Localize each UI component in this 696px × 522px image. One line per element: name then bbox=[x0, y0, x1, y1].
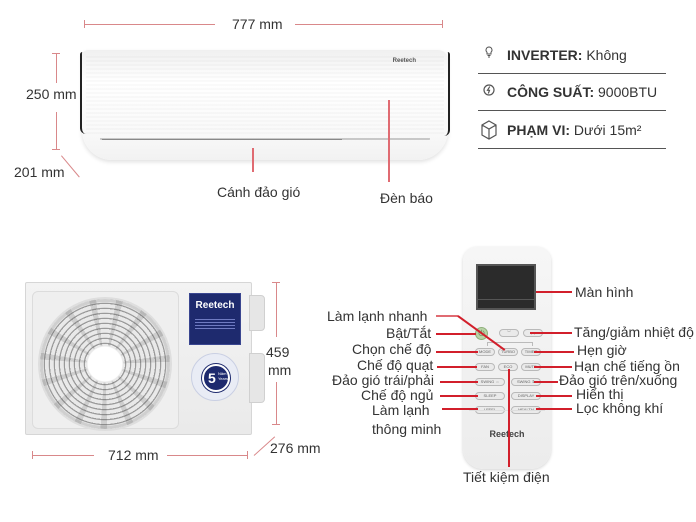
fan-grill bbox=[40, 299, 170, 429]
turbo-callout: Làm lạnh nhanh bbox=[327, 308, 428, 324]
display-leader bbox=[536, 395, 572, 397]
screen-leader bbox=[536, 291, 572, 293]
outdoor-brand-plate: Reetech bbox=[189, 293, 241, 345]
health-callout: Lọc không khí bbox=[576, 400, 664, 416]
power-icon bbox=[482, 83, 496, 99]
mode-leader bbox=[436, 351, 478, 353]
indicator-callout: Đèn báo bbox=[380, 190, 433, 206]
spec-label: PHẠM VI: bbox=[507, 122, 570, 138]
spec-value: Không bbox=[586, 47, 627, 63]
eco-leader bbox=[508, 369, 510, 467]
louver-leader-line bbox=[252, 148, 254, 172]
mute-callout: Hạn chế tiếng ồn bbox=[574, 358, 680, 374]
indoor-height-label: 250 mm bbox=[26, 86, 77, 102]
remote-screen bbox=[476, 264, 536, 310]
mode-button[interactable]: MODE bbox=[475, 348, 495, 356]
mode-callout: Chọn chế độ bbox=[352, 341, 432, 357]
screen-callout: Màn hình bbox=[575, 284, 634, 300]
swing-lr-callout: Đảo gió trái/phải bbox=[332, 372, 434, 388]
turbo-leader-a bbox=[436, 315, 458, 317]
spec-row-capacity: CÔNG SUẤT: 9000BTU bbox=[478, 74, 666, 111]
mute-leader bbox=[534, 366, 572, 368]
eco-callout: Tiết kiệm điện bbox=[463, 469, 550, 485]
indicator-leader-line bbox=[388, 100, 390, 182]
sleep-leader bbox=[440, 395, 478, 397]
timer-callout: Hẹn giờ bbox=[577, 342, 627, 358]
temp-down-button[interactable]: ﹀ bbox=[499, 329, 519, 337]
indoor-unit-image: Reetech bbox=[80, 50, 450, 160]
sleep-button[interactable]: SLEEP bbox=[475, 392, 505, 400]
spec-row-inverter: INVERTER: Không bbox=[478, 37, 666, 74]
power-leader bbox=[436, 333, 476, 335]
louver bbox=[100, 138, 430, 154]
remote-control: ⏻ ﹀ ︿ MODE TURBO TIMER FAN ECO MUTE SWIN… bbox=[463, 247, 551, 469]
fan-leader bbox=[437, 366, 477, 368]
spec-value: Dưới 15m² bbox=[573, 122, 642, 138]
swing-ud-callout: Đảo gió trên/xuống bbox=[559, 372, 678, 388]
outdoor-depth-label: 276 mm bbox=[270, 440, 321, 456]
swing-lr-leader bbox=[440, 381, 478, 383]
outdoor-height-label-1: 459 bbox=[266, 344, 290, 360]
fan-callout: Chế độ quạt bbox=[357, 357, 434, 373]
spec-row-range: PHẠM VI: Dưới 15m² bbox=[478, 112, 666, 149]
indoor-width-label: 777 mm bbox=[232, 16, 283, 32]
display-callout: Hiển thị bbox=[576, 386, 624, 402]
power-callout: Bật/Tắt bbox=[386, 325, 432, 341]
swing-ud-leader bbox=[534, 381, 558, 383]
cube-icon bbox=[480, 120, 497, 140]
turbo-button[interactable]: TURBO bbox=[498, 348, 518, 356]
outdoor-height-label-2: mm bbox=[268, 362, 292, 378]
timer-leader bbox=[534, 351, 574, 353]
temp-callout: Tăng/giảm nhiệt độ bbox=[574, 324, 694, 340]
remote-brand-logo: Reetech bbox=[489, 429, 525, 439]
temp-leader bbox=[530, 332, 572, 334]
sleep-callout: Chế độ ngủ bbox=[361, 387, 434, 403]
bulb-icon bbox=[482, 46, 496, 62]
feel-callout-1: Làm lạnh bbox=[372, 402, 430, 418]
spec-label: INVERTER: bbox=[507, 47, 583, 63]
spec-label: CÔNG SUẤT: bbox=[507, 84, 595, 100]
feel-callout-2: thông minh bbox=[372, 421, 442, 437]
indoor-depth-label: 201 mm bbox=[14, 164, 65, 180]
fan-button[interactable]: FAN bbox=[475, 363, 495, 371]
feel-leader bbox=[442, 408, 478, 410]
indoor-brand-logo: Reetech bbox=[392, 58, 416, 64]
louver-callout: Cánh đảo gió bbox=[217, 184, 301, 200]
health-leader bbox=[536, 408, 572, 410]
swing-lr-button[interactable]: SWING ⇔ bbox=[475, 378, 505, 386]
spec-value: 9000BTU bbox=[598, 84, 658, 100]
outdoor-width-label: 712 mm bbox=[108, 447, 159, 463]
